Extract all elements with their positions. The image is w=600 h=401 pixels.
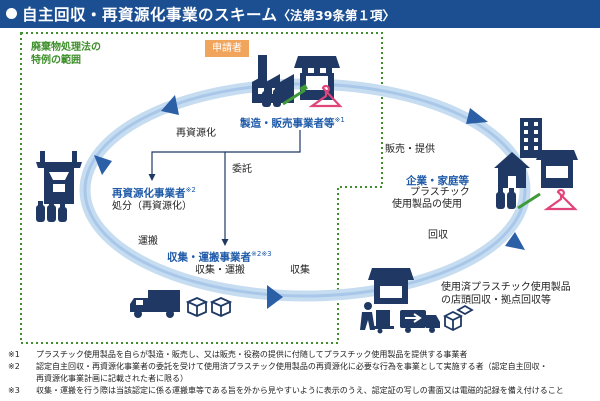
collection-store-icon — [368, 268, 414, 304]
recycler-note-ref: ※2 — [185, 186, 196, 194]
flow-gather-label: 収集 — [290, 265, 310, 276]
house-icon — [494, 152, 530, 188]
consumer-role-line-1: プラスチック — [410, 187, 470, 198]
truck-icon — [130, 290, 180, 318]
hanger-icon — [308, 84, 343, 108]
bullet-icon — [6, 8, 17, 19]
scope-label-line-2: 特例の範囲 — [31, 54, 81, 66]
delivery-van-icon — [400, 310, 440, 333]
cycle-arrow-bottom — [267, 285, 283, 309]
boxes-icon — [185, 297, 233, 317]
manufacturer-label: 製造・販売事業者等※1 — [240, 116, 345, 131]
toothbrush-icon-right — [517, 192, 541, 210]
entrust-line-recycler — [148, 151, 225, 181]
collection-point-line-2: の店頭回収・拠点回収等 — [441, 295, 551, 306]
applicant-tag: 申請者 — [205, 40, 249, 57]
header-bar: 自主回収・再資源化事業のスキーム〈法第39条第１項〉 — [0, 0, 600, 28]
scope-label-line-1: 廃棄物処理法の — [31, 42, 101, 53]
manufacturer-name: 製造・販売事業者等 — [240, 117, 335, 130]
recycler-label: 再資源化事業者※2 — [112, 186, 196, 201]
title-law-reference: 〈法第39条第１項〉 — [277, 8, 395, 23]
entrust-line-main — [221, 130, 301, 246]
recycler-name: 再資源化事業者 — [112, 187, 186, 200]
footnote-2-continuation: 再資源化事業計画に記載された者に限る） — [36, 374, 188, 383]
manufacturer-note-ref: ※1 — [334, 116, 345, 124]
scope-boundary — [20, 32, 383, 344]
recycling-plant-icon — [36, 151, 82, 222]
office-building-icon — [520, 118, 542, 158]
footnote-1: ※1 プラスチック使用製品を自らが製造・販売し、又は販売・役務の提供に付随してプ… — [8, 349, 596, 361]
footnote-mark: ※3 — [8, 386, 20, 395]
collector-label: 収集・運搬事業者※2※3 — [167, 250, 272, 265]
scope-label: 廃棄物処理法の 特例の範囲 — [31, 42, 101, 67]
footnote-2: ※2 認定自主回収・再資源化事業者の委託を受けて使用済プラスチック使用製品の再資… — [8, 361, 596, 373]
hanger-icon-right — [543, 188, 578, 211]
consumer-label: 企業・家庭等 — [406, 175, 469, 187]
bottles-icon — [262, 85, 281, 107]
footnotes: ※1 プラスチック使用製品を自らが製造・販売し、又は販売・役務の提供に付随してプ… — [8, 349, 596, 397]
flow-recycling-label: 再資源化 — [176, 128, 216, 139]
collector-role: 収集・運搬 — [195, 265, 245, 276]
consumer-role-line-2: 使用製品の使用 — [392, 199, 462, 210]
footnote-text: 収集・運搬を行う際は当該認定に係る運搬車等である旨を外から見やすいように表示のう… — [36, 386, 564, 395]
flow-sale-label: 販売・提供 — [385, 144, 435, 155]
cycle-arrow-left — [94, 155, 112, 175]
footnote-mark: ※2 — [8, 362, 20, 371]
collector-note-ref: ※2※3 — [251, 250, 272, 258]
footnote-3: ※3 収集・運搬を行う際は当該認定に係る運搬車等である旨を外から見やすいように表… — [8, 385, 596, 397]
recycler-role: 処分（再資源化） — [112, 201, 192, 212]
flow-transport-label: 運搬 — [138, 236, 158, 247]
title-text: 自主回収・再資源化事業のスキーム — [22, 6, 278, 24]
toothbrush-icon — [282, 84, 308, 106]
boxes-icon-right — [442, 304, 474, 332]
flow-collect-label: 回収 — [428, 230, 448, 241]
page-title: 自主回収・再資源化事業のスキーム〈法第39条第１項〉 — [22, 3, 395, 25]
bottles-icon-right — [496, 188, 516, 209]
hand-truck-icon — [360, 302, 394, 334]
collection-point-line-1: 使用済プラスチック使用製品 — [441, 282, 571, 293]
cycle-arrow-top-left — [161, 95, 179, 115]
footnote-text: 認定自主回収・再資源化事業者の委託を受けて使用済プラスチック使用製品の再資源化に… — [36, 362, 548, 371]
footnote-mark: ※1 — [8, 350, 20, 359]
cycle-arrow-top-right — [466, 108, 488, 124]
cycle-arrow-right — [505, 232, 525, 250]
footnote-text: プラスチック使用製品を自らが製造・販売し、又は販売・役務の提供に付随してプラスチ… — [36, 350, 468, 359]
collector-name: 収集・運搬事業者 — [167, 251, 251, 264]
flow-entrust-label: 委託 — [232, 164, 252, 175]
store-icon — [536, 150, 578, 188]
